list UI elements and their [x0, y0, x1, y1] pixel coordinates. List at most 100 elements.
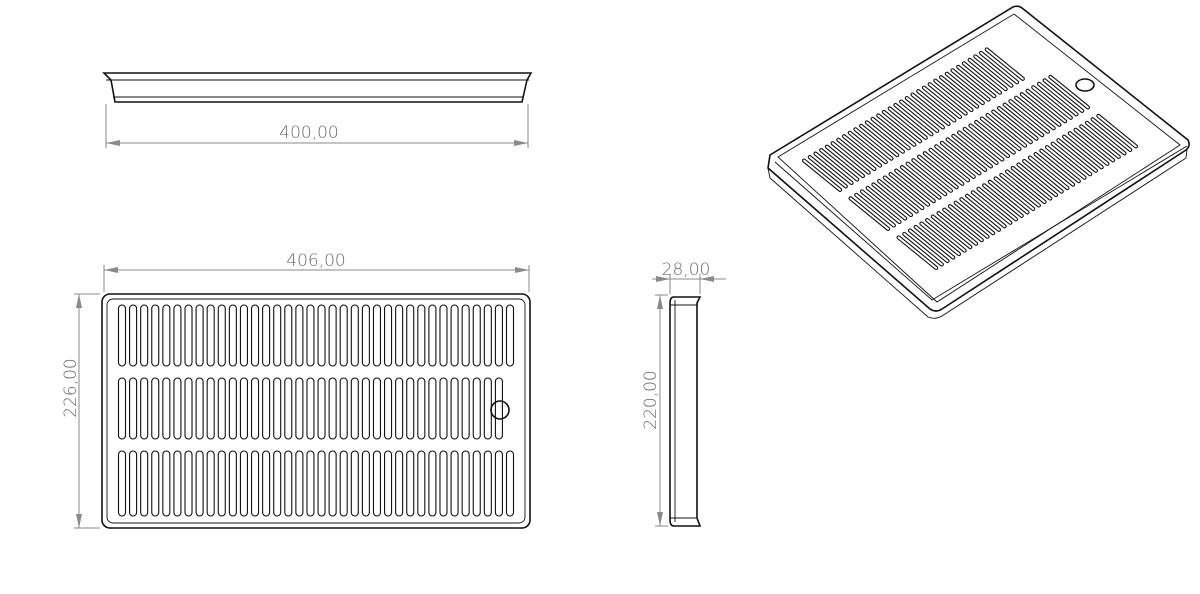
iso-slot [1091, 118, 1132, 151]
iso-slot [922, 86, 961, 118]
iso-slot [958, 131, 998, 164]
iso-slot [985, 48, 1024, 80]
slot [206, 450, 215, 517]
slot [505, 304, 515, 367]
slot [151, 450, 160, 517]
slot [228, 450, 237, 517]
slot [317, 304, 326, 367]
slot [129, 304, 138, 367]
side-width-dimension: 400,00 [279, 123, 338, 143]
slot [505, 450, 515, 517]
slot [472, 377, 481, 440]
iso-drain-hole [1075, 78, 1095, 92]
slot [217, 377, 226, 440]
slot [439, 377, 448, 440]
iso-slot [934, 79, 973, 112]
iso-slot [920, 222, 960, 256]
side-view: 400,00 [102, 72, 533, 148]
slot [162, 304, 171, 367]
slot [250, 304, 260, 367]
iso-slot [960, 198, 1000, 231]
iso-slot [1009, 100, 1049, 133]
slot [306, 377, 315, 440]
slot [494, 377, 503, 440]
iso-slot [855, 193, 895, 227]
iso-slot [992, 110, 1032, 144]
slot [162, 450, 171, 517]
iso-slot [1051, 142, 1092, 176]
slot [184, 304, 193, 367]
top-height-dimension: 226,00 [61, 358, 81, 417]
iso-slot [1028, 156, 1069, 190]
slot [406, 304, 415, 367]
slot [129, 450, 138, 517]
iso-slot [1080, 125, 1120, 158]
isometric-view [767, 5, 1190, 319]
iso-slot [825, 145, 864, 177]
slot [162, 377, 171, 440]
iso-slot [895, 169, 935, 203]
slot [372, 450, 382, 517]
iso-slot [1068, 132, 1109, 165]
iso-slot [843, 135, 882, 167]
iso-slot [814, 152, 853, 184]
iso-slot [1020, 93, 1061, 126]
iso-slot [946, 138, 987, 171]
iso-slot [1043, 79, 1084, 112]
slot [406, 377, 415, 440]
iso-slot [952, 134, 992, 168]
iso-slot [918, 155, 958, 189]
iso-slot [877, 114, 916, 146]
iso-slot [1074, 128, 1115, 162]
slot [350, 377, 359, 440]
iso-slot [917, 90, 956, 122]
iso-slot [914, 226, 955, 259]
slot [417, 304, 426, 367]
slot [472, 450, 481, 517]
iso-slot [988, 180, 1029, 214]
iso-slot [966, 194, 1006, 228]
slot [450, 377, 459, 440]
iso-slot [1037, 82, 1078, 116]
slot [250, 450, 260, 517]
slot [284, 304, 293, 367]
iso-slot [963, 127, 1004, 161]
iso-slot [912, 159, 952, 192]
iso-slot [894, 104, 933, 136]
iso-slot [866, 186, 907, 220]
slot [483, 377, 492, 440]
iso-slot [926, 219, 966, 252]
iso-slot [998, 107, 1038, 140]
slot [151, 304, 160, 367]
slot [217, 304, 226, 367]
iso-slot [1000, 173, 1040, 207]
slot [284, 377, 293, 440]
slot [228, 304, 237, 367]
iso-slot [975, 121, 1015, 154]
iso-slot [1085, 121, 1126, 155]
slot [417, 450, 426, 517]
iso-slot [940, 76, 979, 108]
slot [384, 377, 393, 440]
slot [195, 450, 204, 517]
slot [173, 377, 182, 440]
isometric-view-slots [801, 47, 1139, 271]
slot [317, 377, 326, 440]
iso-slot [1017, 163, 1057, 197]
iso-slot [1006, 170, 1046, 203]
iso-slot [1011, 167, 1052, 200]
slot [129, 377, 138, 440]
slot [173, 304, 182, 367]
slot [262, 450, 271, 517]
slot [295, 304, 304, 367]
slot [428, 450, 437, 517]
slot [184, 450, 193, 517]
slot [273, 377, 282, 440]
iso-slot [909, 229, 949, 262]
top-view: 406,00 226,00 [61, 251, 531, 529]
iso-slot [994, 177, 1035, 210]
slot [184, 377, 193, 440]
slot [350, 450, 359, 517]
iso-slot [931, 215, 972, 249]
iso-slot [872, 183, 912, 217]
